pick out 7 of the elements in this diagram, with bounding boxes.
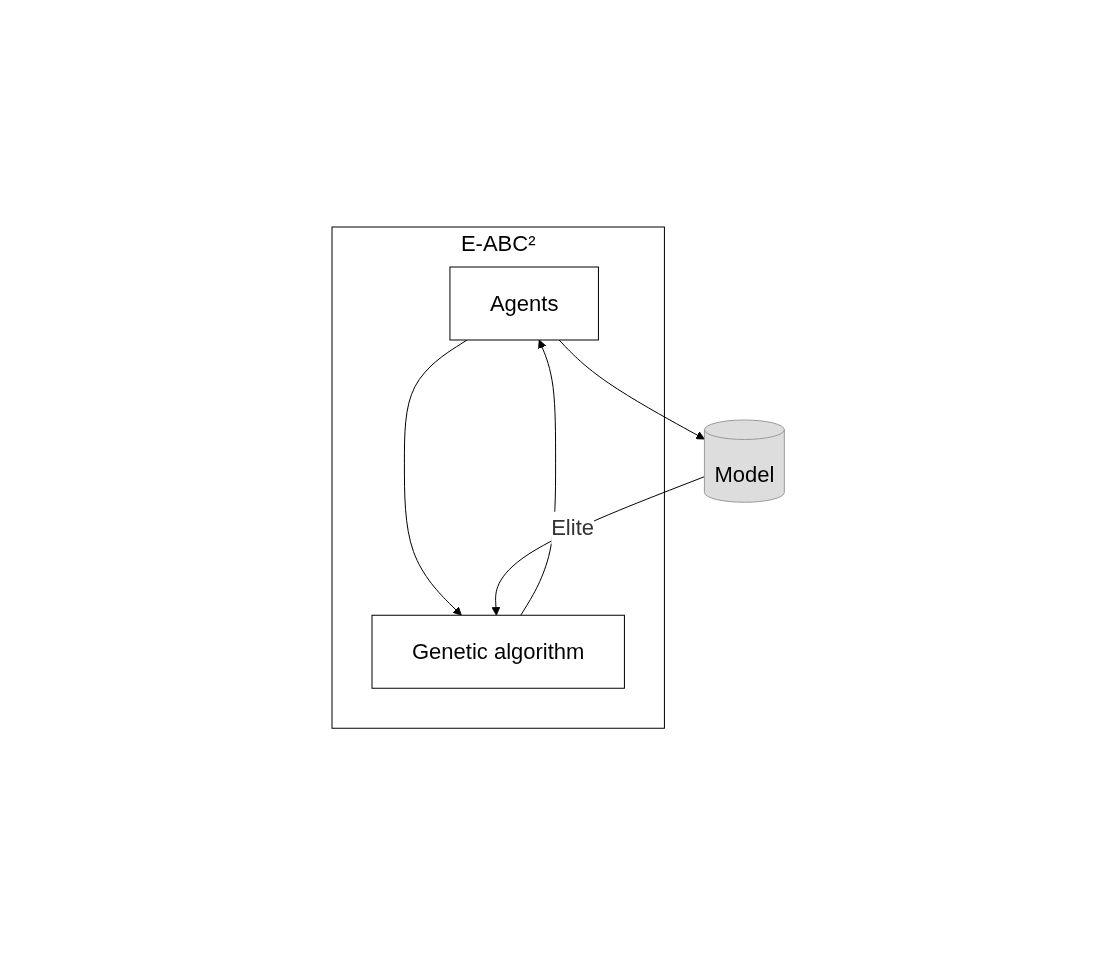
arrow (404, 339, 468, 616)
arrow (520, 339, 557, 616)
arrow (558, 339, 706, 440)
node-box: Genetic algorithm (371, 614, 626, 689)
node-box: Agents (449, 266, 600, 341)
arrow (491, 476, 706, 616)
edge-label: Elite (551, 515, 595, 541)
